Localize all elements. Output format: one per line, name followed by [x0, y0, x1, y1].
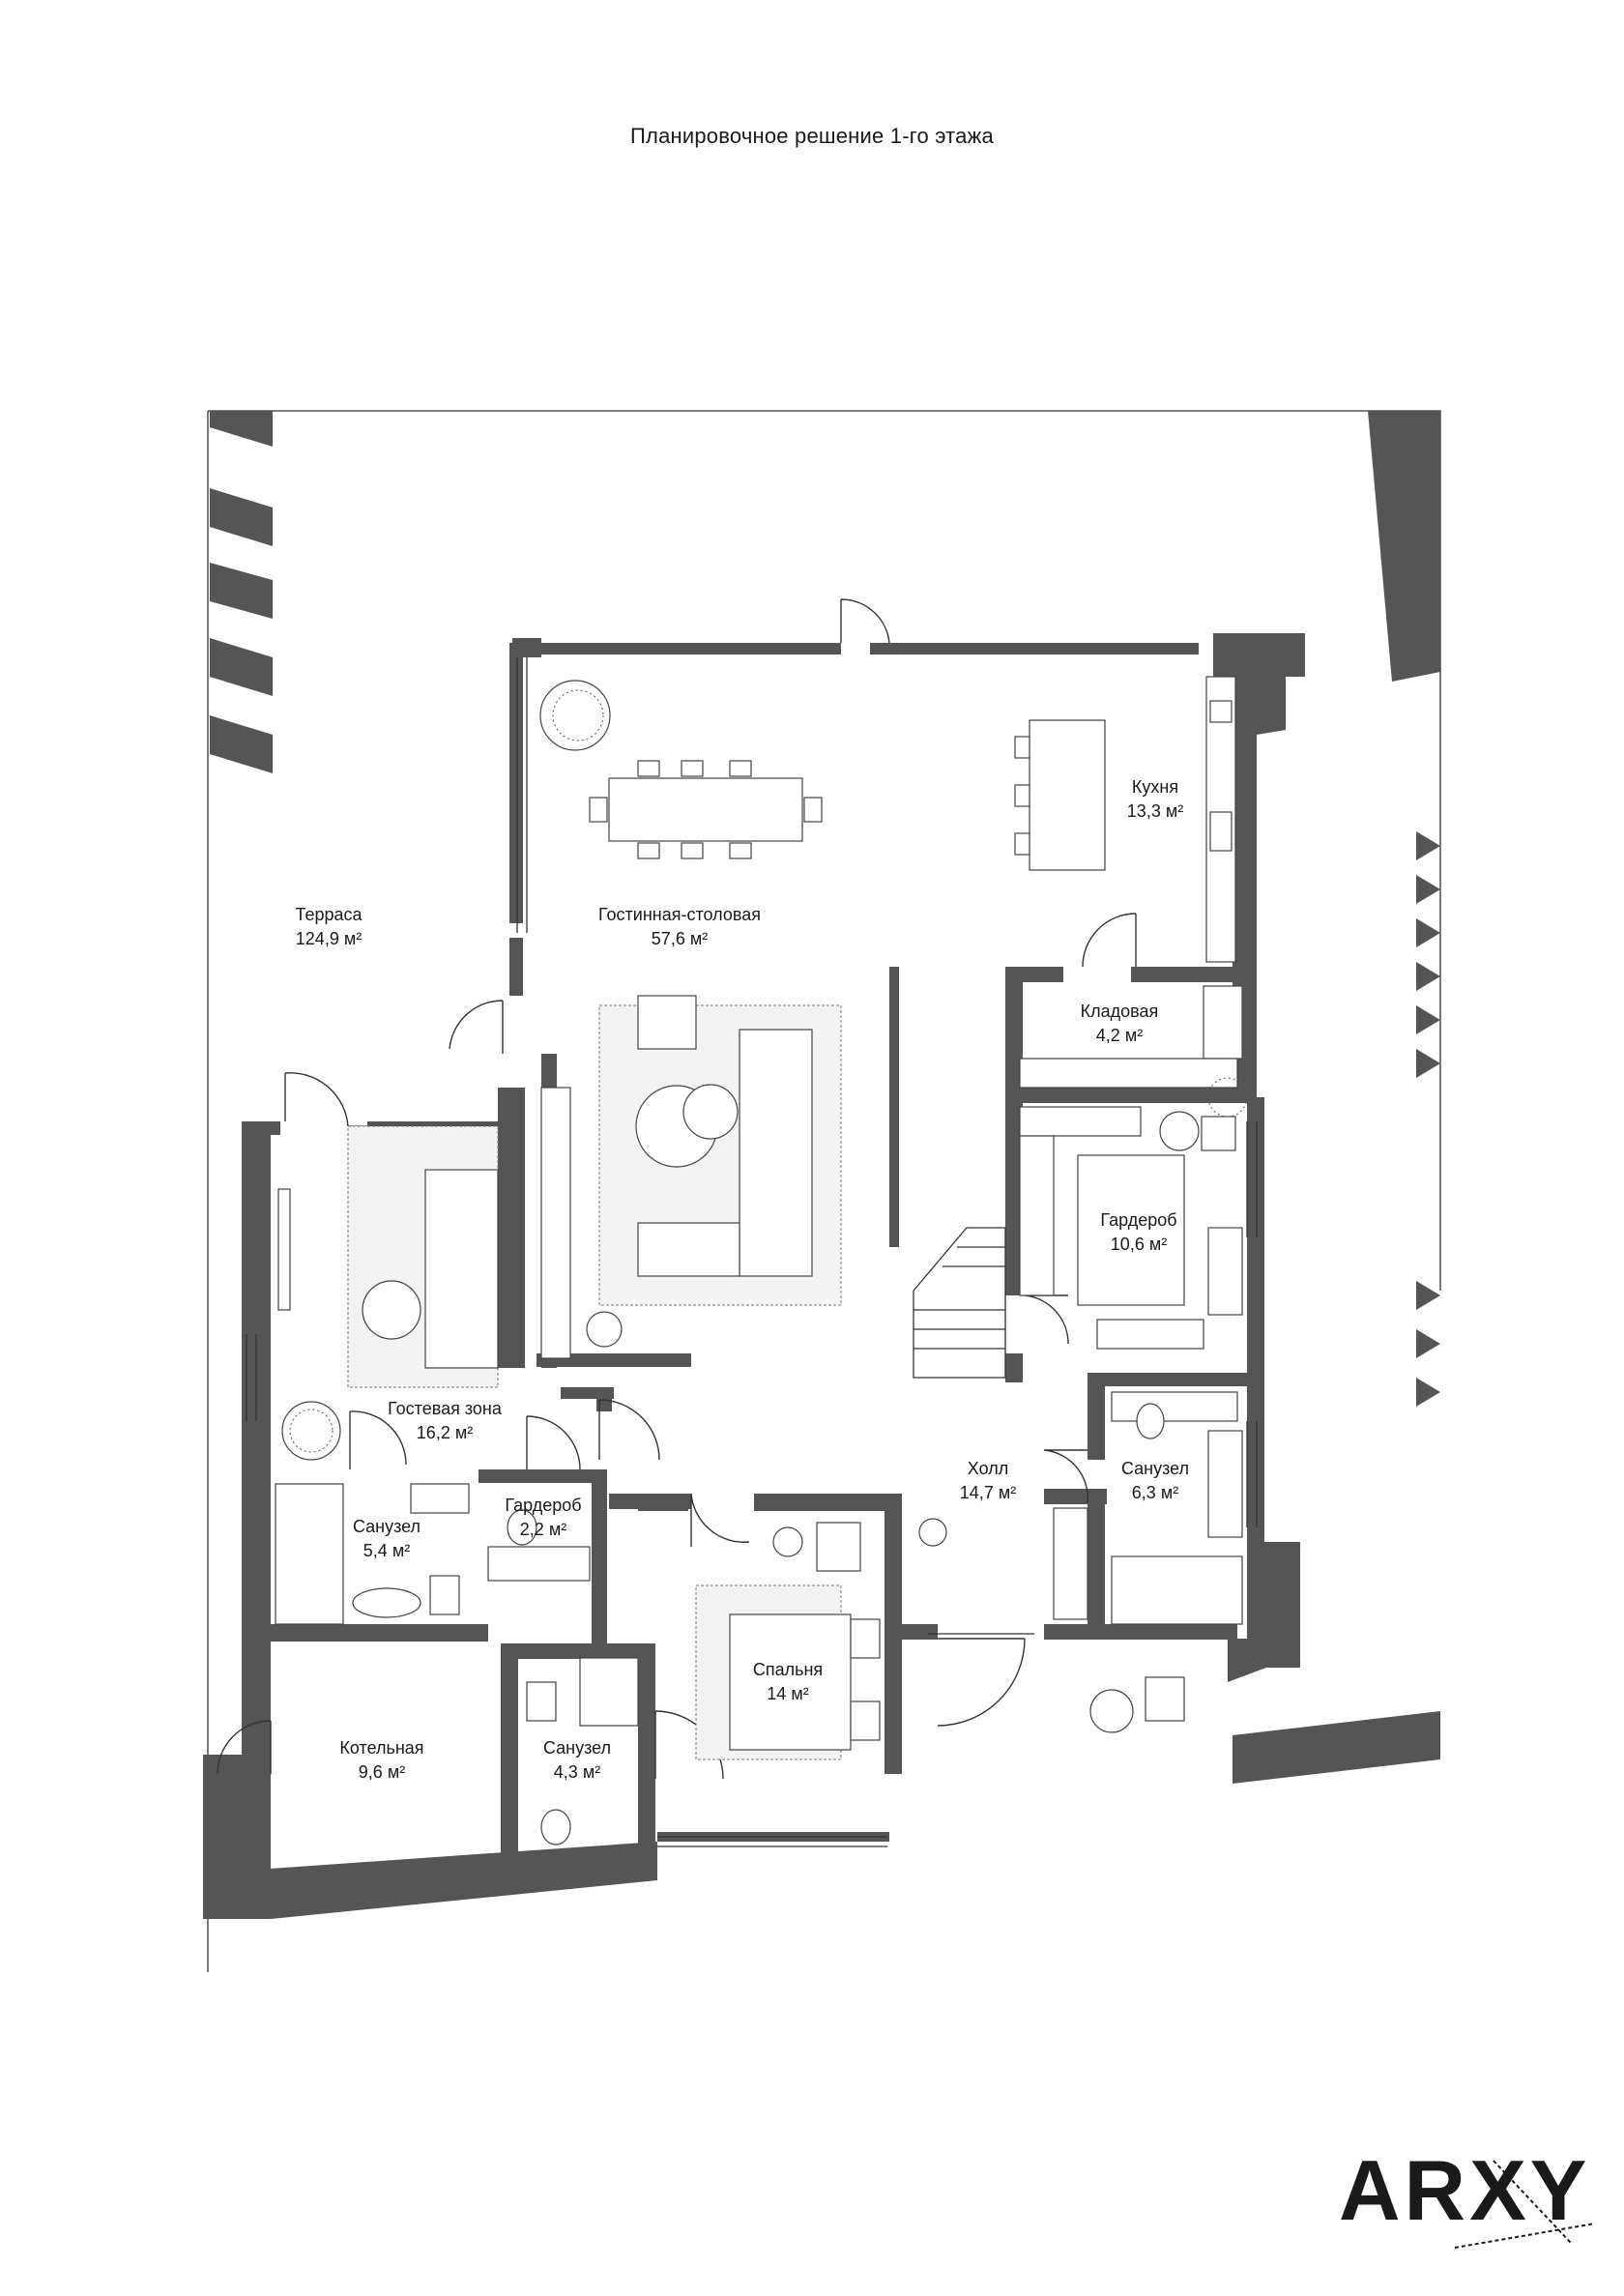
room-label-kitchen: Кухня: [1132, 777, 1178, 797]
living-furniture: [540, 995, 842, 1359]
room-area-boiler-room: 9,6 м²: [359, 1762, 405, 1782]
room-label-boiler-room: Котельная: [339, 1738, 423, 1758]
room-label-bathroom-bottom: Санузел: [543, 1738, 611, 1758]
room-area-wardrobe-large: 10,6 м²: [1111, 1235, 1167, 1254]
room-area-kitchen: 13,3 м²: [1127, 801, 1183, 821]
terrace-left-fins: [210, 411, 273, 773]
pantry-furniture: [1019, 985, 1243, 1089]
room-label-hall: Холл: [968, 1459, 1008, 1478]
room-area-wardrobe-small: 2,2 м²: [520, 1520, 566, 1539]
room-area-bathroom-right: 6,3 м²: [1132, 1483, 1178, 1502]
house-walls: [203, 633, 1305, 1919]
room-label-bathroom-left: Санузел: [353, 1517, 420, 1536]
room-labels: Терраса 124,9 м² Гостинная-столовая 57,6…: [295, 777, 1189, 1782]
kitchen-furniture: [1014, 676, 1236, 963]
room-area-pantry: 4,2 м²: [1096, 1026, 1143, 1045]
room-label-living-dining: Гостинная-столовая: [598, 905, 761, 924]
logo-mark: [1454, 2160, 1596, 2249]
small-wardrobe-furniture: [487, 1509, 591, 1582]
room-area-terrace: 124,9 м²: [296, 929, 362, 948]
room-area-guest-zone: 16,2 м²: [417, 1423, 473, 1442]
logo: ARXY: [1339, 2142, 1591, 2238]
room-label-wardrobe-large: Гардероб: [1100, 1210, 1176, 1230]
room-label-bedroom: Спальня: [753, 1660, 823, 1679]
terrace-right-wall: [1232, 411, 1440, 1784]
doors: [217, 598, 1137, 1780]
room-area-bedroom: 14 м²: [767, 1684, 808, 1703]
room-label-pantry: Кладовая: [1081, 1002, 1159, 1021]
room-label-terrace: Терраса: [295, 905, 362, 924]
room-label-wardrobe-small: Гардероб: [505, 1496, 581, 1515]
plant-icons: [289, 689, 1248, 1453]
page-title: Планировочное решение 1-го этажа: [630, 124, 994, 148]
room-label-bathroom-right: Санузел: [1121, 1459, 1189, 1478]
wardrobe-furniture: [1019, 1106, 1243, 1350]
bedroom-furniture: [695, 1518, 947, 1760]
bathroom-left-furniture: [275, 1483, 470, 1625]
bathroom-bottom-furniture: [526, 1657, 639, 1846]
dining-table: [539, 680, 823, 859]
room-area-bathroom-left: 5,4 м²: [363, 1541, 410, 1560]
stairs: [913, 1227, 1006, 1379]
room-area-living-dining: 57,6 м²: [652, 929, 708, 948]
room-label-guest-zone: Гостевая зона: [388, 1399, 503, 1418]
room-area-hall: 14,7 м²: [960, 1483, 1016, 1502]
room-area-bathroom-bottom: 4,3 м²: [554, 1762, 600, 1782]
outdoor-lounge: [1089, 1676, 1185, 1733]
guest-zone-furniture: [277, 1125, 499, 1461]
bathroom-right-furniture: [1053, 1391, 1243, 1625]
